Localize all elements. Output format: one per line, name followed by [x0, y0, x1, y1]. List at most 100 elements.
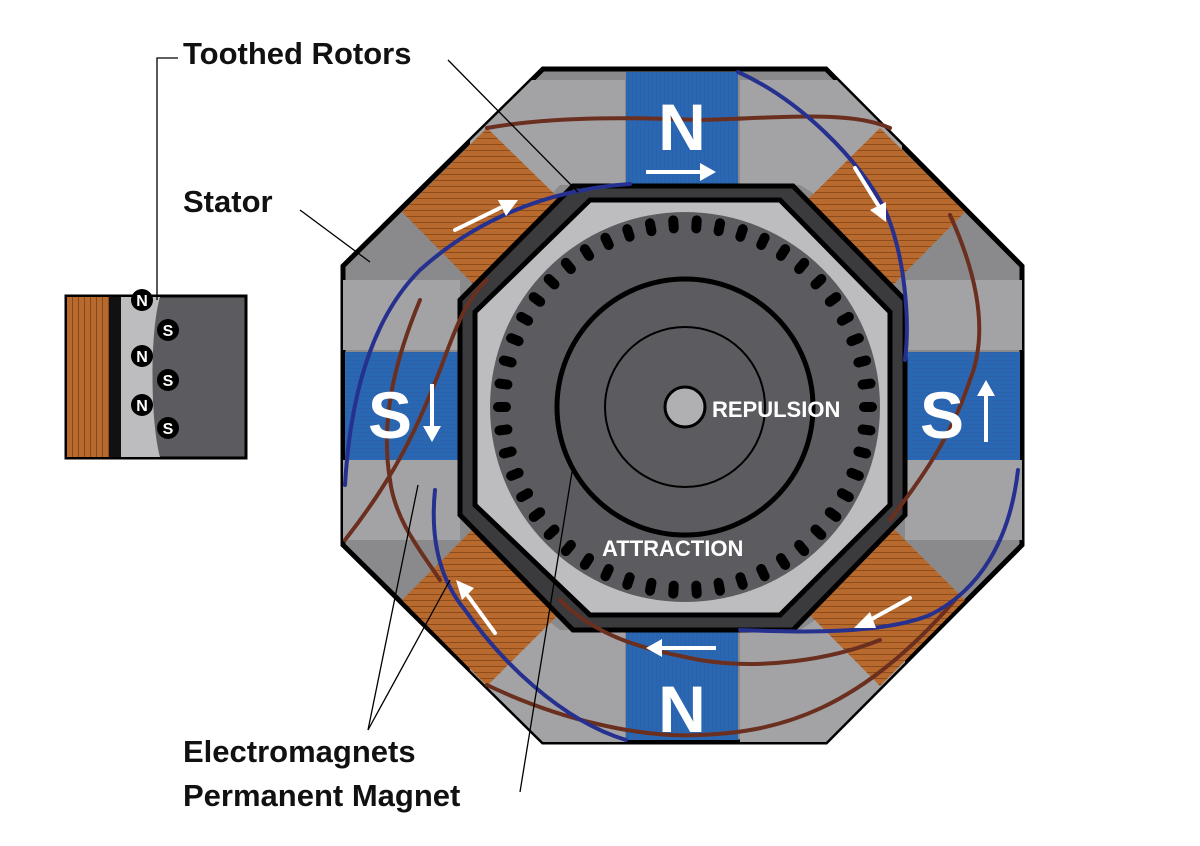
rotor-tooth [560, 257, 576, 275]
arrow-left-icon [646, 639, 716, 657]
magnet-top [626, 72, 738, 184]
wire-brown-1 [485, 114, 892, 130]
rotor-tooth [824, 292, 842, 307]
rotor-tooth [560, 539, 576, 557]
wire-blue-3 [738, 468, 1020, 634]
rotor-teeth [493, 215, 877, 599]
inset-north-dot [131, 345, 153, 367]
rotor-tooth [528, 507, 546, 522]
rotor-tooth [622, 224, 635, 242]
inset-core [109, 297, 121, 457]
attraction-label: ATTRACTION [602, 536, 743, 561]
rotor-tooth [836, 488, 854, 503]
inset-south-letter: S [163, 373, 174, 390]
rotor-inner-ring [554, 276, 816, 538]
inset-stator-surface [121, 297, 160, 457]
rotor-tooth [775, 244, 791, 261]
wire-brown-6 [384, 298, 442, 582]
rotor-tooth [493, 402, 511, 412]
flow-arrow-bottom-left-icon [456, 580, 497, 635]
electromagnets-label: Electromagnets [183, 734, 416, 769]
rotor-tooth [756, 563, 770, 582]
rotor-tooth [713, 218, 726, 237]
rotor-tooth [600, 563, 614, 582]
rotor-tooth [644, 218, 657, 237]
rotor-tooth [794, 539, 810, 557]
pole-bottom-letter: N [658, 672, 706, 746]
rotor-tooth [668, 580, 679, 599]
arrow-up-icon [977, 380, 995, 442]
wire-blue-4 [431, 488, 628, 742]
inset-south-dot [157, 319, 179, 341]
pole-left-letter: S [368, 378, 412, 452]
rotor-tooth [836, 311, 854, 326]
rotor [472, 197, 893, 618]
inset-north-dot [131, 289, 153, 311]
rotor-tooth [600, 232, 614, 251]
flow-arrow-top-right-icon [853, 166, 886, 222]
leader-electromagnets-1 [367, 484, 419, 731]
repulsion-label: REPULSION [712, 397, 840, 422]
rotor-tooth [824, 507, 842, 522]
leader-permanent-magnet [519, 471, 573, 793]
leader-electromagnets-2 [367, 579, 451, 731]
rotor-tooth [543, 524, 560, 541]
rotor-tooth [498, 446, 517, 459]
rotor-tooth [528, 292, 546, 307]
inset-coil [67, 297, 109, 457]
wire-brown-2 [343, 278, 489, 542]
leader-stator [299, 209, 371, 263]
rotor-shaft [663, 385, 707, 429]
pole-labels: N N S S [368, 90, 995, 746]
leader-lines [156, 57, 579, 793]
flow-arrow-top-left-icon [453, 200, 518, 232]
rotor-tooth [498, 355, 517, 368]
rotor-tooth [691, 215, 702, 234]
rotor-tooth [859, 402, 877, 412]
rotor-tooth [735, 224, 748, 242]
rotor-tooth [644, 577, 657, 596]
wire-blue-1 [343, 182, 632, 487]
rotor-tooth [775, 553, 791, 570]
pole-top-letter: N [658, 90, 706, 164]
inset-south-letter: S [163, 323, 174, 340]
rotor-tooth [494, 378, 513, 390]
rotor-tooth [579, 553, 595, 570]
inset-south-dot [157, 369, 179, 391]
rotor-tooth [857, 424, 876, 436]
rotor-tooth [691, 580, 702, 599]
rotor-tooth [579, 244, 595, 261]
rotor-tooth [794, 257, 810, 275]
rotor-tooth [516, 488, 534, 503]
inset-north-letter: N [136, 349, 148, 366]
rotor-tooth [853, 355, 872, 368]
wire-brown-4 [485, 598, 957, 738]
rotor-tooth [857, 378, 876, 390]
rotor-tooth [713, 577, 726, 596]
stator-label: Stator [183, 184, 273, 219]
rotor-tooth [846, 467, 864, 481]
inset-north-dot [131, 394, 153, 416]
wire-brown-5 [558, 598, 882, 666]
permanent-magnet-label: Permanent Magnet [183, 778, 461, 813]
rotor-hub-ring [604, 326, 766, 488]
rotor-tooth [668, 215, 679, 234]
rotor-tooth [622, 572, 635, 590]
inset-north-letter: N [136, 293, 148, 310]
rotor-tooth [756, 232, 770, 251]
rotor-tooth [853, 446, 872, 459]
rotor-tooth [810, 524, 827, 541]
inset-north-letter: N [136, 398, 148, 415]
rotor-tooth [810, 273, 827, 290]
arrow-down-icon [423, 384, 441, 442]
magnet-right [905, 352, 1020, 460]
wire-brown-3 [888, 213, 982, 522]
inset-south-dot [157, 417, 179, 439]
rotor-tooth [846, 333, 864, 347]
leader-inset [156, 57, 178, 300]
rotor-tooth [543, 273, 560, 290]
leader-toothed-rotors [447, 59, 579, 193]
